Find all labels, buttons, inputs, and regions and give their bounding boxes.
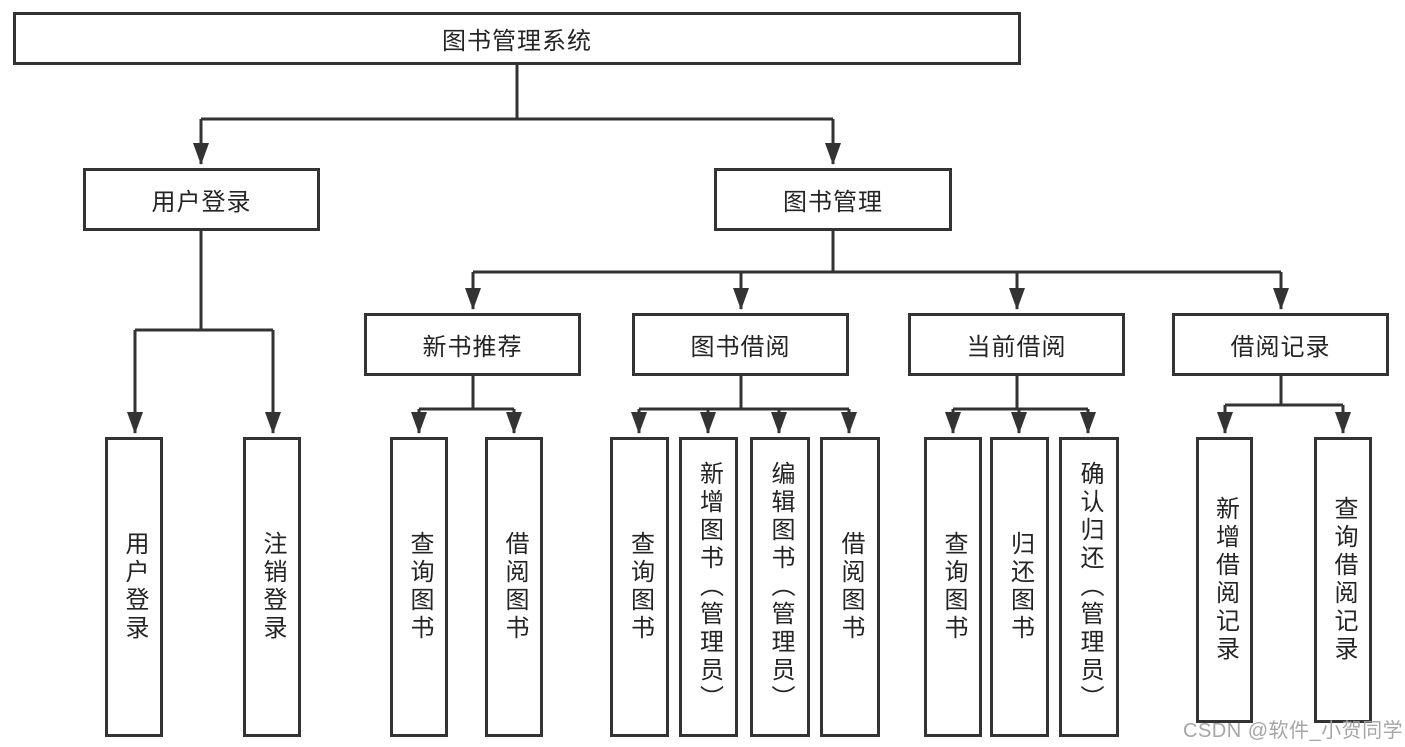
- leaf-label: 查询图书: [626, 531, 654, 643]
- leaf-query-books-current: 查询图书: [924, 437, 982, 737]
- leaf-borrow-books-recommend: 借阅图书: [485, 437, 543, 737]
- node-label: 借阅记录: [1230, 334, 1331, 361]
- leaf-add-book-admin: 新增图书（管理员）: [679, 437, 738, 737]
- leaf-query-books-borrow: 查询图书: [610, 437, 669, 737]
- node-label: 图书借阅: [690, 334, 791, 361]
- leaf-label: 查询借阅记录: [1330, 496, 1357, 664]
- node-user-login: 用户登录: [83, 168, 320, 231]
- node-new-book-recommend: 新书推荐: [364, 313, 581, 376]
- node-book-borrow: 图书借阅: [632, 313, 849, 376]
- leaf-label: 注销登录: [259, 531, 286, 643]
- leaf-query-borrow-record: 查询借阅记录: [1314, 437, 1372, 723]
- leaf-edit-book-admin: 编辑图书（管理员）: [750, 437, 810, 737]
- leaf-label: 查询图书: [406, 531, 433, 643]
- leaf-label: 查询图书: [940, 531, 967, 643]
- node-label: 图书管理: [783, 189, 883, 216]
- leaf-label: 借阅图书: [501, 531, 528, 643]
- csdn-watermark: CSDN @软件_小贺同学: [1183, 720, 1404, 742]
- leaf-label: 借阅图书: [837, 531, 864, 643]
- node-library-system: 图书管理系统: [13, 12, 1021, 65]
- leaf-label: 编辑图书（管理员）: [767, 461, 794, 713]
- node-label: 新书推荐: [422, 334, 523, 361]
- leaf-label: 新增图书（管理员）: [695, 461, 723, 713]
- node-label: 图书管理系统: [442, 28, 592, 55]
- leaf-borrow-books: 借阅图书: [820, 437, 880, 737]
- leaf-logout: 注销登录: [243, 437, 301, 737]
- node-book-management: 图书管理: [714, 168, 952, 231]
- node-label: 用户登录: [151, 189, 252, 216]
- leaf-label: 确认归还（管理员）: [1076, 461, 1103, 713]
- node-current-borrow: 当前借阅: [908, 313, 1125, 376]
- node-borrow-records: 借阅记录: [1172, 313, 1389, 376]
- node-label: 当前借阅: [966, 334, 1067, 361]
- leaf-label: 新增借阅记录: [1211, 496, 1239, 664]
- leaf-add-borrow-record: 新增借阅记录: [1196, 437, 1253, 723]
- leaf-user-login: 用户登录: [105, 437, 163, 737]
- leaf-query-books-recommend: 查询图书: [390, 437, 448, 737]
- leaf-return-book: 归还图书: [990, 437, 1049, 737]
- leaf-label: 归还图书: [1006, 531, 1034, 643]
- leaf-confirm-return-admin: 确认归还（管理员）: [1059, 437, 1119, 737]
- leaf-label: 用户登录: [121, 531, 148, 643]
